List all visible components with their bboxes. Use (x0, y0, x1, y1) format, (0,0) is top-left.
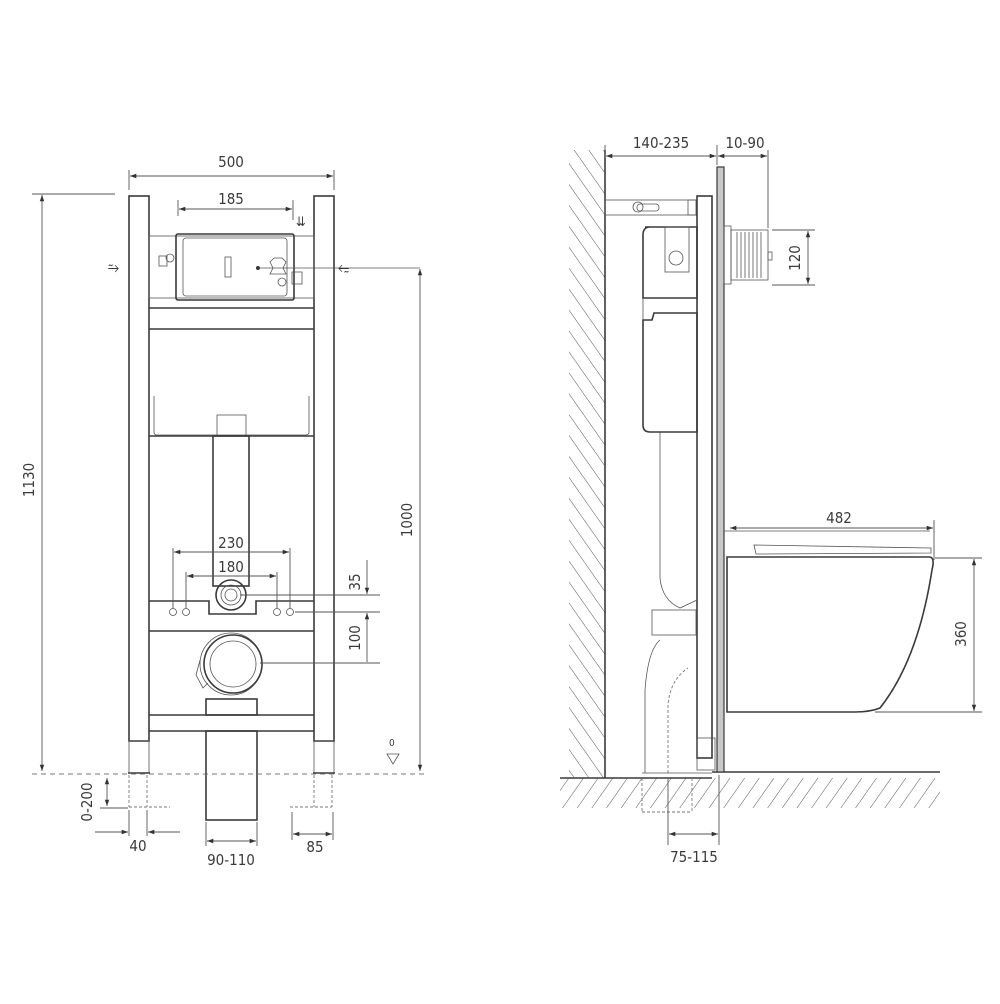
flush-plate-housing (175, 233, 295, 301)
left-leg (128, 740, 150, 774)
drain-pipe (205, 730, 258, 821)
right-frame-post (313, 195, 335, 742)
dim-total-height: 1130 (20, 463, 38, 497)
dim-frame-width: 500 (218, 153, 244, 171)
flush-box-frame (148, 235, 315, 299)
dim-leg-width: 40 (129, 837, 146, 855)
dim-outlet-offset: 100 (346, 625, 364, 651)
side-view: 140-235 10-90 120 482 360 75-115 (560, 134, 982, 866)
dim-foot-width: 85 (306, 838, 323, 856)
mounting-hole (286, 608, 294, 616)
wall-panel (716, 166, 725, 773)
dim-bolt-outer: 230 (218, 534, 244, 552)
mounting-hole (273, 608, 281, 616)
front-view: ⥲ ⇊ ⥳ 0 500 185 1130 1000 230 180 (20, 153, 425, 869)
dim-outlet-depth: 75-115 (670, 848, 718, 866)
toilet-seat (753, 544, 932, 555)
dim-drain-height: 1000 (398, 503, 416, 537)
flush-pipe (212, 435, 250, 587)
floor-level-label: 0 (389, 738, 395, 749)
dim-flush-plate-width: 185 (218, 190, 244, 208)
floor-hatch (560, 778, 940, 808)
dim-bowl-length: 482 (826, 509, 852, 527)
flush-button (730, 229, 769, 281)
left-frame-post (128, 195, 150, 742)
flush-button-slot (224, 256, 232, 278)
dim-wall-to-panel: 140-235 (633, 134, 689, 152)
dim-pipe-diameter: 90-110 (207, 851, 255, 869)
water-inlet-top-icon: ⇊ (296, 215, 306, 230)
waste-outlet (203, 634, 263, 694)
wall-hatch (569, 150, 605, 778)
dim-inlet-offset: 35 (346, 573, 364, 590)
dim-bolt-inner: 180 (218, 558, 244, 576)
floor-level-triangle-icon (386, 753, 400, 765)
mounting-hole (169, 608, 177, 616)
dim-bowl-height: 360 (952, 621, 970, 647)
water-inlet-left-icon: ⥲ (108, 260, 119, 276)
dim-panel-thickness: 10-90 (725, 134, 764, 152)
right-leg (313, 740, 335, 774)
dim-button-height: 120 (786, 245, 804, 271)
dim-leg-adjustment: 0-200 (78, 782, 96, 821)
water-inlet-right-icon: ⥳ (338, 260, 349, 276)
mounting-hole (182, 608, 190, 616)
toilet-bowl (726, 556, 934, 713)
